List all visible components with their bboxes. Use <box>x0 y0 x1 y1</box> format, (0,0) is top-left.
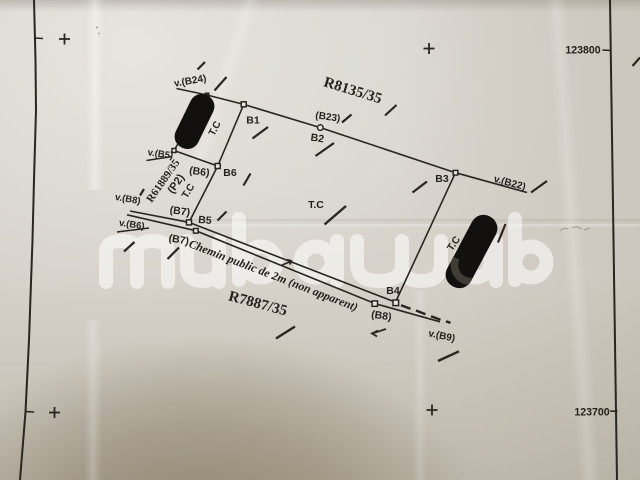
svg-text:B2: B2 <box>310 132 325 146</box>
svg-text:T.C: T.C <box>308 199 324 211</box>
svg-text:v.(B6): v.(B6) <box>118 218 145 232</box>
svg-text:(B7): (B7) <box>169 204 191 219</box>
svg-text:123800: 123800 <box>565 45 600 57</box>
svg-text:(B23): (B23) <box>315 110 341 124</box>
svg-text:v.(B8): v.(B8) <box>114 192 141 207</box>
svg-text:123700: 123700 <box>574 407 609 419</box>
svg-text:B5: B5 <box>198 214 213 227</box>
svg-text:B6: B6 <box>223 167 237 179</box>
svg-text:(B7): (B7) <box>168 232 190 247</box>
svg-text:v.(B5): v.(B5) <box>147 147 174 161</box>
svg-text:B4: B4 <box>386 285 400 297</box>
svg-text:B3: B3 <box>435 173 449 185</box>
svg-text:(B8): (B8) <box>370 309 392 324</box>
svg-text:(B6): (B6) <box>188 165 210 180</box>
svg-text:B1: B1 <box>246 115 260 127</box>
